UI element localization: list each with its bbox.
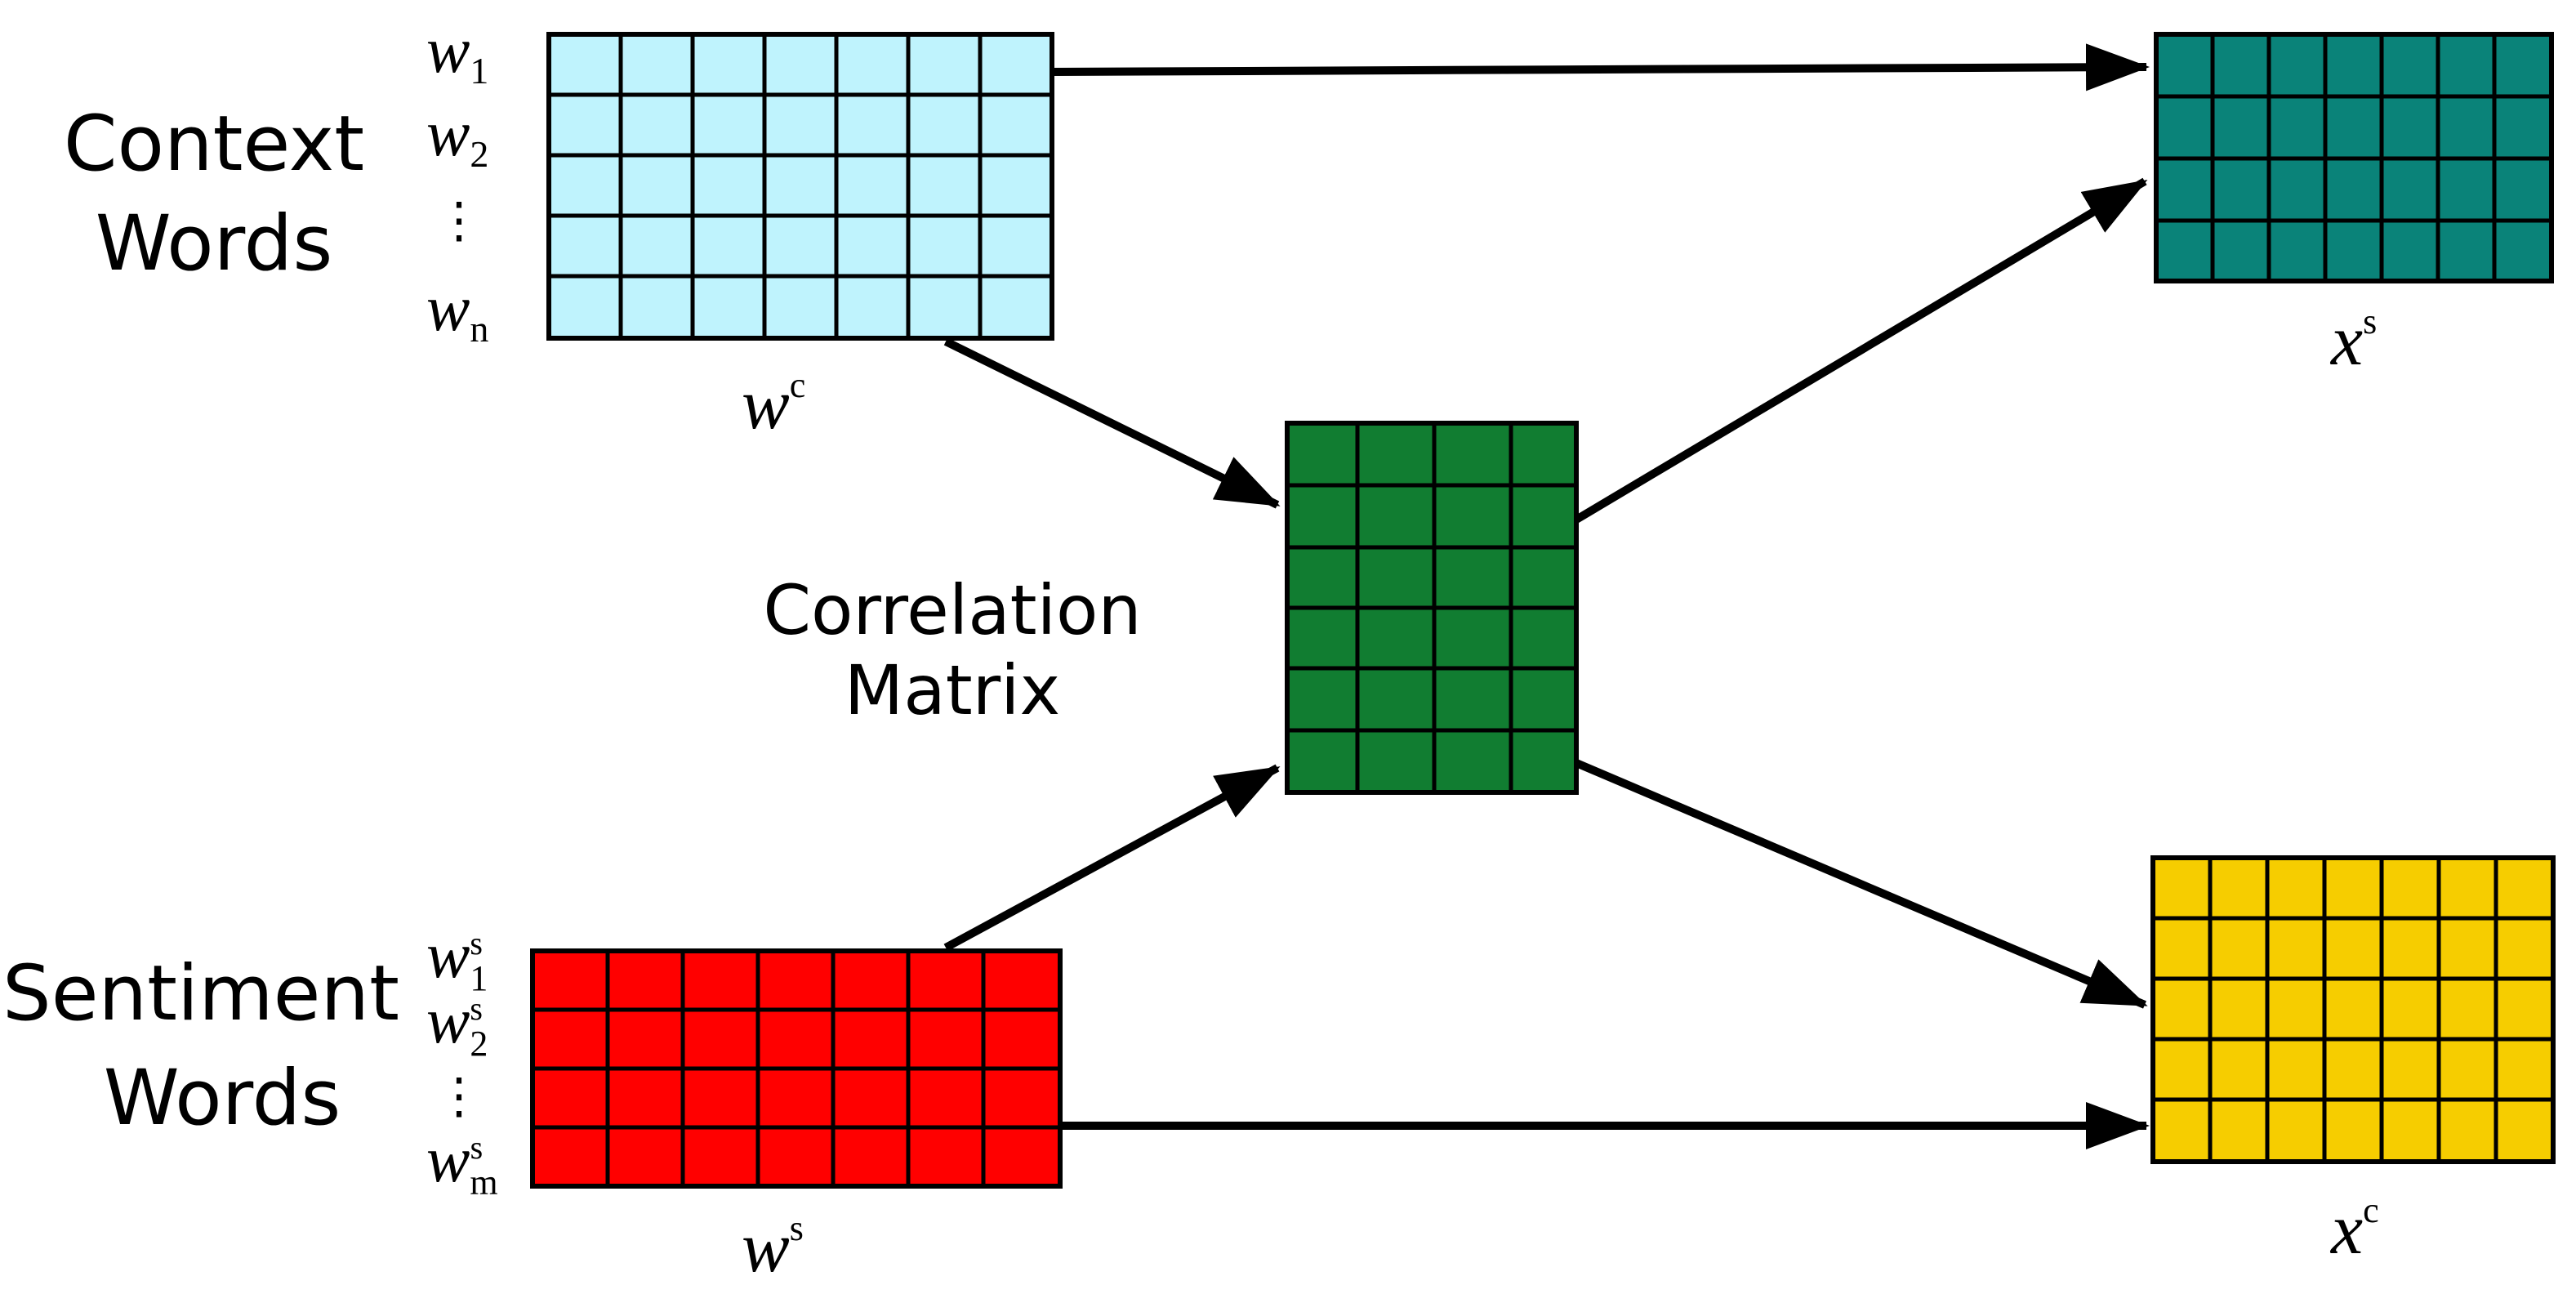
correlation-matrix-label-line2: Matrix — [845, 650, 1060, 730]
sentiment-words-label-line1: Sentiment — [2, 949, 399, 1038]
context-row-vdots: ⋮ — [435, 194, 484, 248]
xc-caption: xc — [2329, 1190, 2379, 1269]
arrow-context-to-correlation — [943, 337, 1281, 509]
xs-caption: xs — [2329, 301, 2377, 381]
context-words-label-line1: Context — [64, 100, 364, 189]
correlation-matrix-label-line1: Correlation — [763, 570, 1141, 650]
sentiment-row-label-wms: wms — [426, 1124, 498, 1203]
xc-output-matrix — [2150, 855, 2556, 1164]
wc-caption: wc — [742, 365, 805, 444]
context-row-labels: w1 w2 ⋮ wn — [426, 15, 488, 350]
sentiment-row-label-w2s: w2s — [426, 985, 488, 1064]
xc-matrix-fill — [2150, 855, 2556, 1164]
arrows — [943, 43, 2150, 1149]
context-row-label-wn: wn — [426, 273, 488, 350]
arrow-correlation-to-xs — [1574, 177, 2148, 524]
context-matrix-fill — [546, 32, 1054, 341]
xs-output-matrix — [2154, 32, 2554, 283]
sentiment-row-labels: w1s w2s ⋮ wms — [426, 920, 498, 1203]
arrow-context-to-xs — [1053, 43, 2150, 91]
context-row-label-w1: w1 — [426, 15, 488, 91]
arrow-sentiment-to-correlation — [943, 764, 1281, 952]
sentiment-words-label-line2: Words — [104, 1054, 341, 1143]
context-words-label-line2: Words — [96, 199, 333, 288]
sentiment-words-matrix — [530, 948, 1063, 1189]
context-row-label-w2: w2 — [426, 98, 488, 175]
context-words-matrix — [546, 32, 1054, 341]
sentiment-row-label-w1s: w1s — [426, 920, 488, 998]
ws-caption: ws — [742, 1208, 804, 1287]
correlation-matrix — [1285, 421, 1579, 795]
arrow-correlation-to-xc — [1575, 759, 2148, 1009]
sentiment-row-vdots: ⋮ — [435, 1069, 484, 1123]
